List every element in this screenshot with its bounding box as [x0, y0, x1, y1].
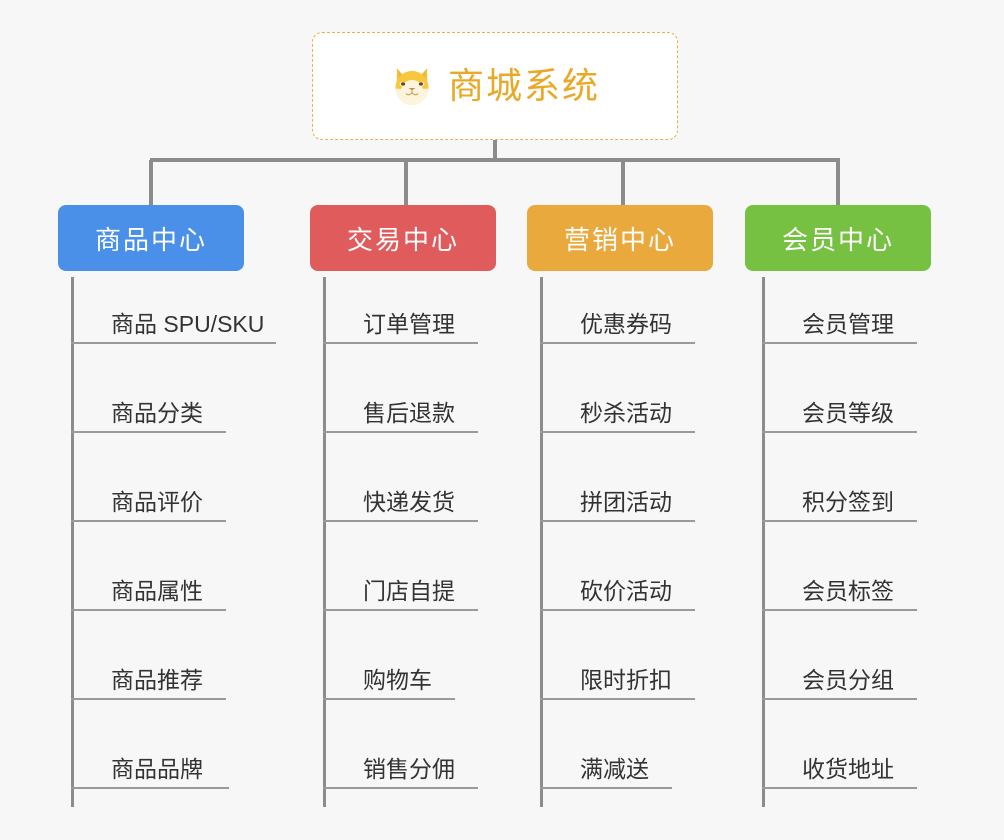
- connector-drop-4: [836, 160, 840, 206]
- column-spine-2: [540, 277, 543, 807]
- connector-drop-2: [404, 160, 408, 206]
- leaf-label: 商品分类: [111, 400, 203, 426]
- root-node[interactable]: 商城系统: [312, 32, 678, 140]
- leaf-item[interactable]: 优惠券码: [540, 313, 695, 344]
- category-label: 会员中心: [781, 224, 894, 255]
- leaf-label: 会员等级: [802, 400, 894, 426]
- leaf-item[interactable]: 会员标签: [762, 580, 917, 611]
- category-header-1[interactable]: 交易中心: [310, 205, 496, 271]
- leaf-item[interactable]: 限时折扣: [540, 669, 695, 700]
- leaf-label: 限时折扣: [580, 667, 672, 693]
- leaf-label: 会员管理: [802, 311, 894, 337]
- dog-face-icon: [395, 68, 429, 106]
- column-spine-3: [762, 277, 765, 807]
- leaf-item[interactable]: 会员等级: [762, 402, 917, 433]
- leaf-label: 会员分组: [802, 667, 894, 693]
- leaf-item[interactable]: 商品推荐: [71, 669, 226, 700]
- leaf-label: 会员标签: [802, 578, 894, 604]
- leaf-label: 积分签到: [802, 489, 894, 515]
- category-label: 交易中心: [346, 224, 459, 255]
- leaf-item[interactable]: 商品属性: [71, 580, 226, 611]
- category-label: 营销中心: [563, 224, 676, 255]
- leaf-label: 秒杀活动: [580, 400, 672, 426]
- leaf-item[interactable]: 秒杀活动: [540, 402, 695, 433]
- category-header-0[interactable]: 商品中心: [58, 205, 244, 271]
- leaf-label: 商品 SPU/SKU: [111, 311, 265, 337]
- leaf-item[interactable]: 积分签到: [762, 491, 917, 522]
- leaf-label: 门店自提: [363, 578, 455, 604]
- leaf-item[interactable]: 销售分佣: [323, 758, 478, 789]
- leaf-item[interactable]: 售后退款: [323, 402, 478, 433]
- leaf-label: 售后退款: [363, 400, 455, 426]
- column-spine-1: [323, 277, 326, 807]
- leaf-item[interactable]: 门店自提: [323, 580, 478, 611]
- leaf-label: 购物车: [363, 667, 432, 693]
- connector-drop-3: [621, 160, 625, 206]
- leaf-item[interactable]: 订单管理: [323, 313, 478, 344]
- leaf-label: 销售分佣: [363, 756, 455, 782]
- category-header-3[interactable]: 会员中心: [745, 205, 931, 271]
- leaf-label: 商品评价: [111, 489, 203, 515]
- category-label: 商品中心: [94, 224, 207, 255]
- leaf-item[interactable]: 收货地址: [762, 758, 917, 789]
- leaf-label: 拼团活动: [580, 489, 672, 515]
- leaf-item[interactable]: 砍价活动: [540, 580, 695, 611]
- leaf-label: 商品品牌: [111, 756, 203, 782]
- leaf-label: 满减送: [580, 756, 649, 782]
- leaf-label: 收货地址: [802, 756, 894, 782]
- leaf-item[interactable]: 商品评价: [71, 491, 226, 522]
- leaf-item[interactable]: 商品 SPU/SKU: [71, 313, 276, 344]
- leaf-label: 商品推荐: [111, 667, 203, 693]
- leaf-label: 订单管理: [363, 311, 455, 337]
- leaf-item[interactable]: 购物车: [323, 669, 455, 700]
- leaf-item[interactable]: 会员管理: [762, 313, 917, 344]
- leaf-label: 商品属性: [111, 578, 203, 604]
- connector-root-stem: [493, 140, 497, 161]
- leaf-item[interactable]: 商品分类: [71, 402, 226, 433]
- leaf-item[interactable]: 拼团活动: [540, 491, 695, 522]
- leaf-item[interactable]: 商品品牌: [71, 758, 229, 789]
- root-title: 商城系统: [447, 65, 600, 106]
- category-header-2[interactable]: 营销中心: [527, 205, 713, 271]
- connector-drop-1: [149, 160, 153, 206]
- column-spine-0: [71, 277, 74, 807]
- leaf-label: 砍价活动: [580, 578, 672, 604]
- leaf-item[interactable]: 快递发货: [323, 491, 478, 522]
- leaf-item[interactable]: 满减送: [540, 758, 672, 789]
- leaf-item[interactable]: 会员分组: [762, 669, 917, 700]
- connector-horizontal-bus: [150, 158, 840, 162]
- leaf-label: 快递发货: [363, 489, 455, 515]
- leaf-label: 优惠券码: [580, 311, 672, 337]
